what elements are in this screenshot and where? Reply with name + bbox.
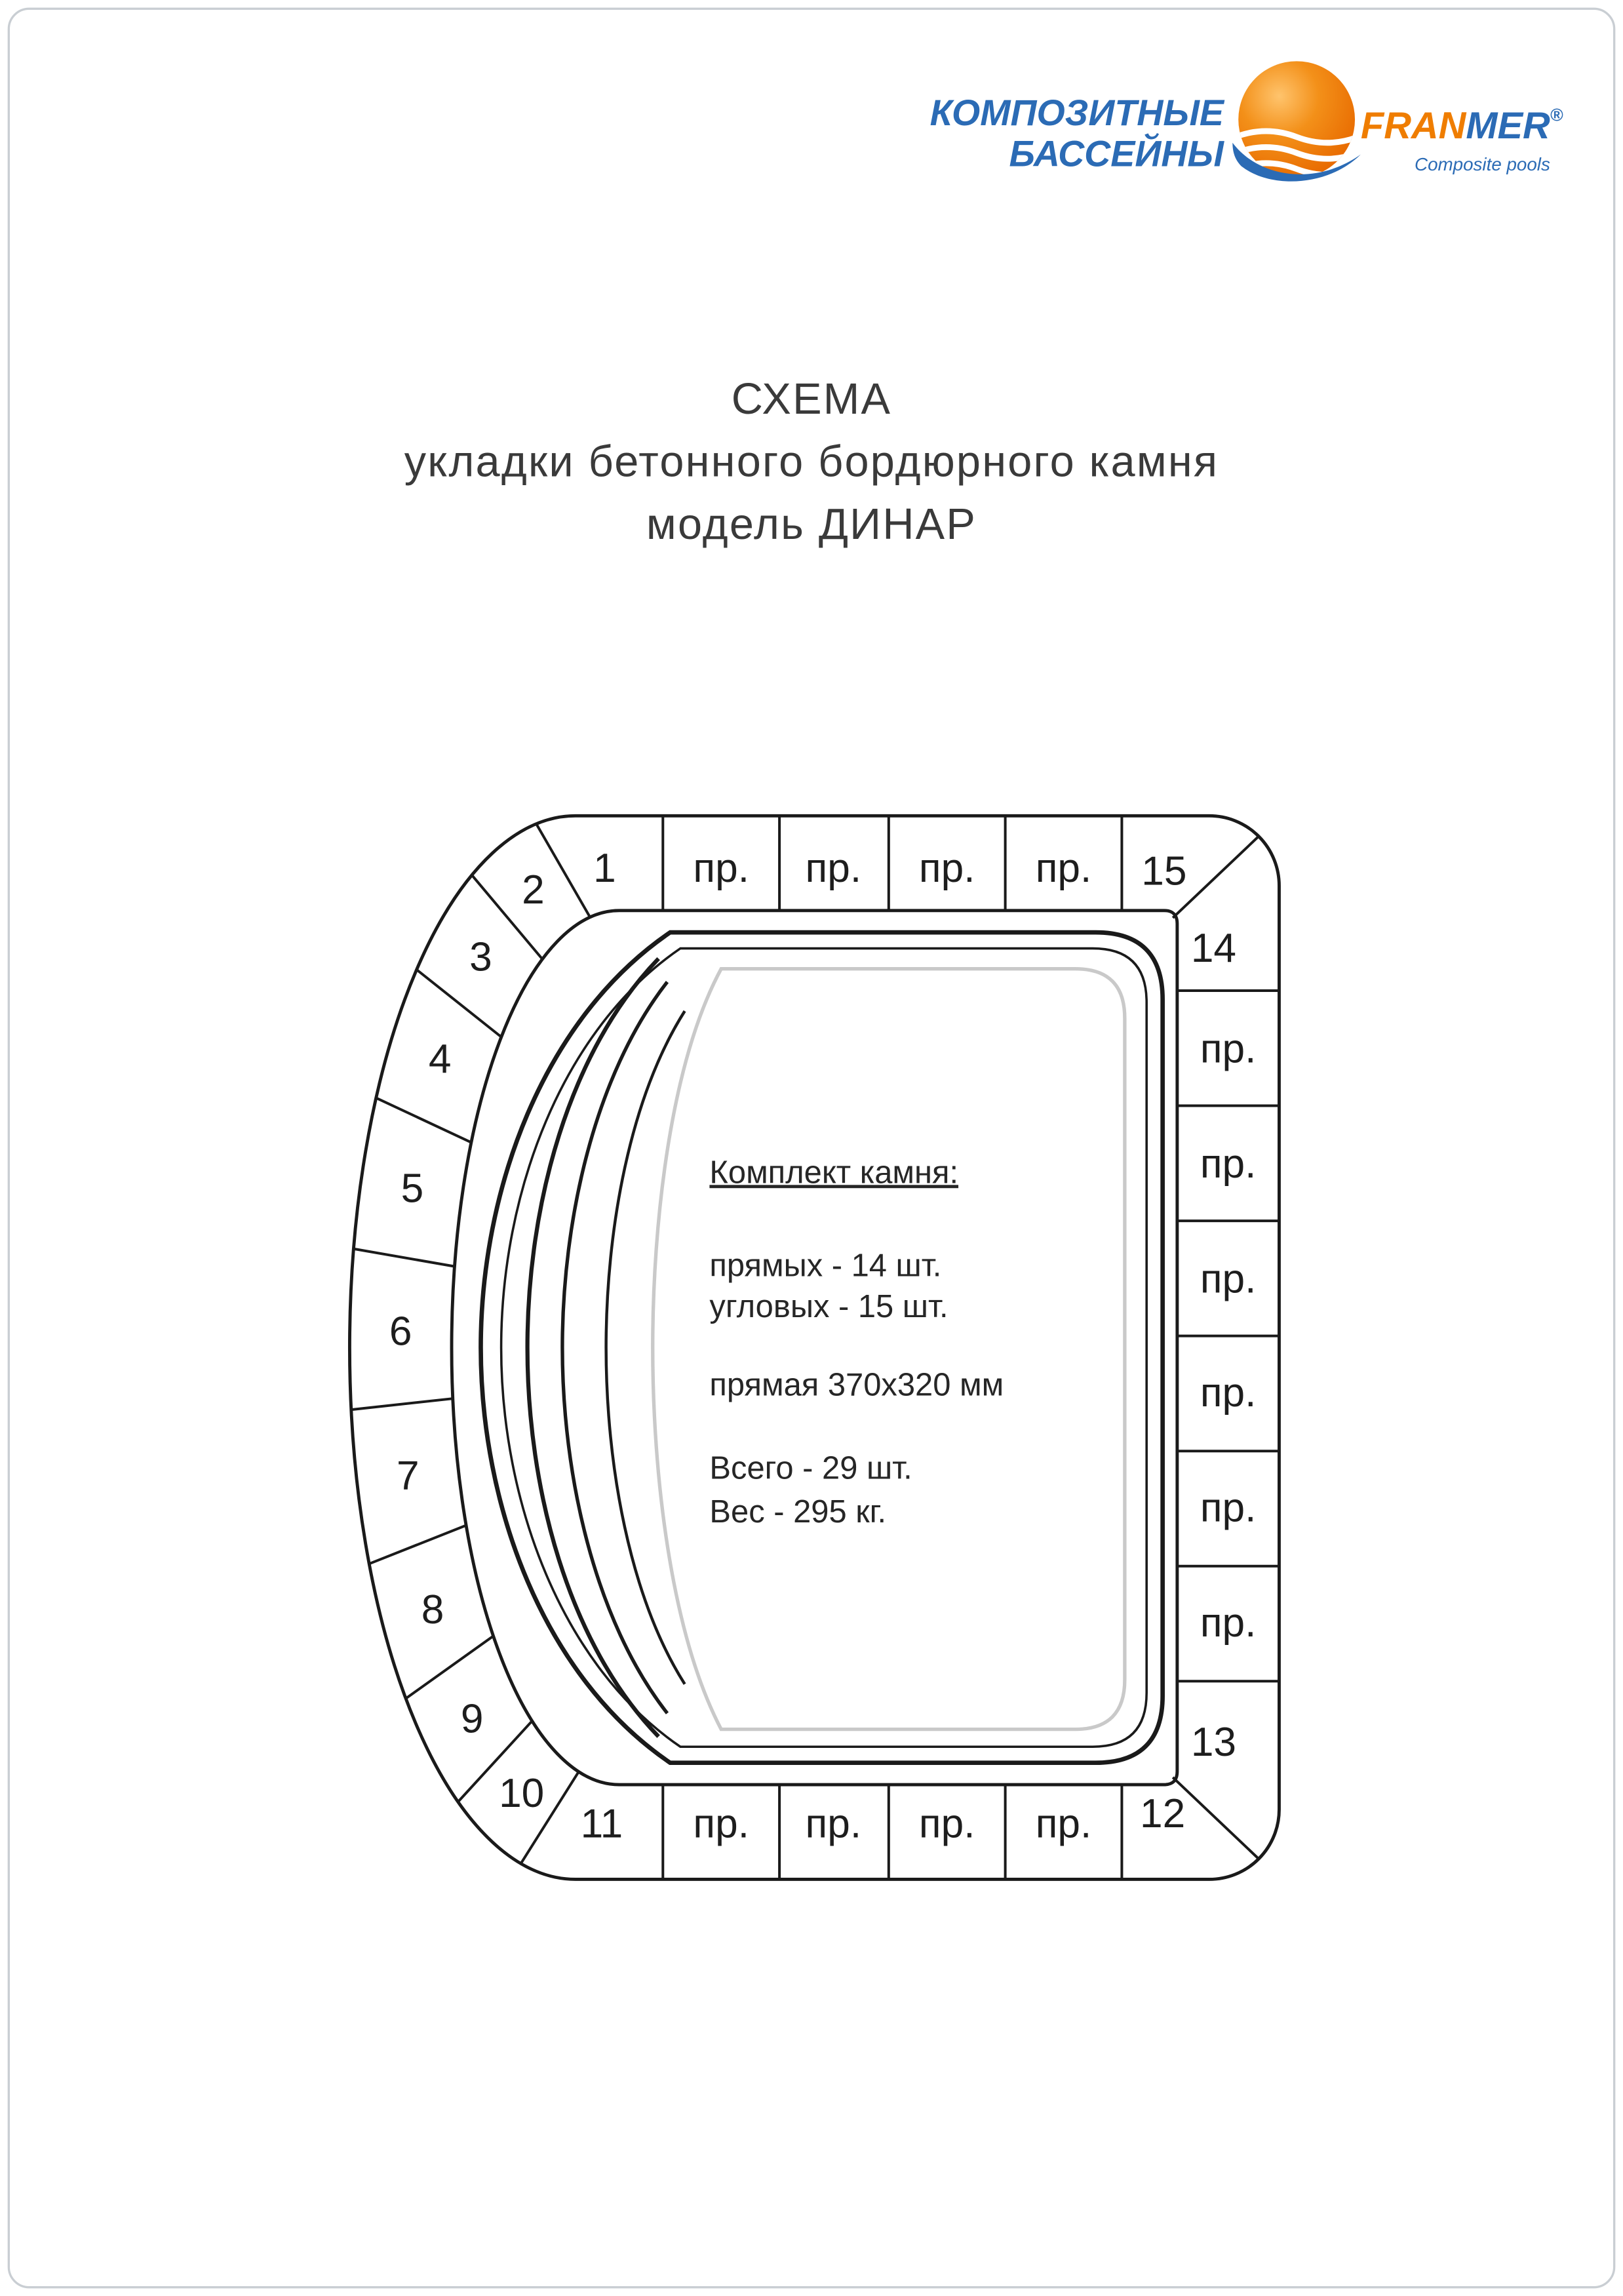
logo-registered-mark: ® <box>1550 105 1563 125</box>
kit-info: Комплект камня: прямых - 14 шт. угловых … <box>709 1155 1004 1530</box>
corner-stone-label-9: 9 <box>461 1697 484 1742</box>
straight-stone-label-right-5: пр. <box>1200 1485 1257 1530</box>
corner-stone-label-2: 2 <box>522 867 545 913</box>
corner-stone-label-13: 13 <box>1191 1720 1236 1765</box>
pool-drawing <box>479 930 1165 1766</box>
franmer-logo: FRANMER® Composite pools <box>1232 61 1563 182</box>
corner-stone-label-5: 5 <box>401 1166 424 1212</box>
logo-wave-2 <box>1238 144 1356 162</box>
stair-arc-3 <box>604 1010 686 1685</box>
kit-heading: Комплект камня: <box>709 1155 958 1190</box>
straight-stone-label-top-2: пр. <box>806 846 862 891</box>
corner-stone-label-11: 11 <box>581 1802 623 1847</box>
ring-inner-outline <box>450 909 1179 1787</box>
ring-outer-outline <box>347 814 1281 1881</box>
straight-stone-label-top-1: пр. <box>693 846 749 891</box>
straight-stone-label-bottom-2: пр. <box>806 1802 862 1847</box>
corner-stone-label-4: 4 <box>429 1037 452 1082</box>
straight-stone-label-right-3: пр. <box>1200 1256 1257 1301</box>
logo-blue-wave-icon <box>1232 142 1361 182</box>
header: КОМПОЗИТНЫЕ БАССЕЙНЫ FRANMER® Composite … <box>930 61 1563 182</box>
title-line2: укладки бетонного бордюрного камня <box>404 438 1219 486</box>
brand-text-line1: КОМПОЗИТНЫЕ <box>930 92 1225 133</box>
kit-stone-size: прямая 370х320 мм <box>709 1368 1004 1403</box>
corner-stone-label-1: 1 <box>593 846 616 891</box>
stone-dividers <box>351 816 1280 1880</box>
corner-stone-labels: 1 2 3 4 5 6 7 8 9 10 11 12 13 14 15 <box>389 846 1236 1847</box>
straight-stone-label-right-6: пр. <box>1200 1600 1257 1646</box>
kit-total-count: Всего - 29 шт. <box>709 1450 912 1486</box>
pool-outline <box>479 930 1165 1766</box>
kit-straight-count: прямых - 14 шт. <box>709 1248 941 1284</box>
brand-text-line2: БАССЕЙНЫ <box>1009 132 1225 174</box>
kit-corner-count: угловых - 15 шт. <box>709 1289 948 1324</box>
straight-stone-label-top-3: пр. <box>919 846 975 891</box>
logo-subtitle: Composite pools <box>1415 154 1550 174</box>
corner-stone-label-12: 12 <box>1140 1791 1185 1836</box>
logo-wave-1 <box>1238 128 1356 146</box>
title-line1: СХЕМА <box>732 375 891 424</box>
pool-rim <box>499 947 1148 1749</box>
stair-arc-1 <box>525 957 660 1738</box>
corner-stone-label-8: 8 <box>421 1587 444 1633</box>
corner-stone-label-7: 7 <box>397 1453 420 1498</box>
logo-wordmark: FRANMER® <box>1361 105 1563 147</box>
corner-stone-label-14: 14 <box>1191 926 1236 971</box>
corner-stone-label-10: 10 <box>499 1771 544 1816</box>
waterline <box>651 967 1127 1732</box>
corner-stone-label-6: 6 <box>389 1309 412 1354</box>
straight-stone-label-right-4: пр. <box>1200 1370 1257 1415</box>
straight-stone-label-right-1: пр. <box>1200 1026 1257 1071</box>
kit-total-weight: Вес - 295 кг. <box>709 1494 886 1530</box>
curb-stone-diagram: 1 2 3 4 5 6 7 8 9 10 11 12 13 14 15 пр. … <box>347 814 1281 1881</box>
logo-wordmark-blue: MER <box>1466 105 1550 147</box>
page-title: СХЕМА укладки бетонного бордюрного камня… <box>404 375 1219 549</box>
corner-stone-label-3: 3 <box>469 934 492 980</box>
straight-stone-label-top-4: пр. <box>1036 846 1092 891</box>
stair-arc-2 <box>560 981 669 1714</box>
corner-stone-label-15: 15 <box>1141 848 1186 894</box>
logo-wordmark-orange: FRAN <box>1361 105 1467 147</box>
straight-stone-label-bottom-3: пр. <box>919 1802 975 1847</box>
straight-stone-label-right-2: пр. <box>1200 1141 1257 1187</box>
title-line3: модель ДИНАР <box>646 500 977 549</box>
straight-stone-labels: пр. пр. пр. пр. пр. пр. пр. пр. пр. пр. … <box>693 846 1256 1847</box>
page-border <box>7 7 1616 2289</box>
straight-stone-label-bottom-1: пр. <box>693 1802 749 1847</box>
straight-stone-label-bottom-4: пр. <box>1036 1802 1092 1847</box>
